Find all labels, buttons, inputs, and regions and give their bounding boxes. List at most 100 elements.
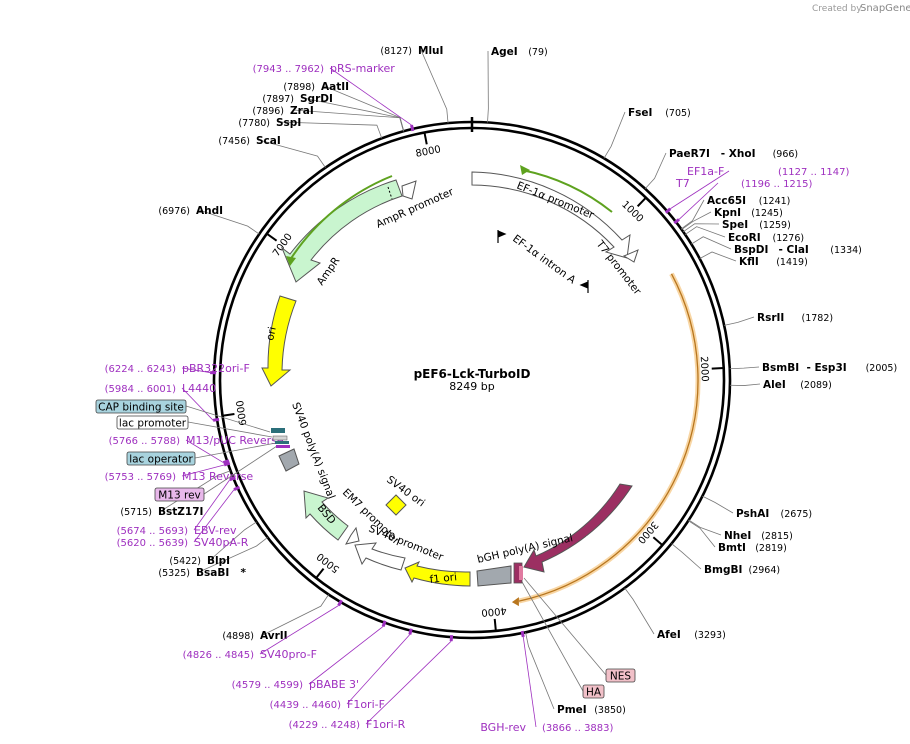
enzyme-site[interactable]: KpnI(1245) [681, 207, 783, 230]
enzyme-site[interactable]: BlpI(5422) [169, 521, 257, 567]
em7-promoter-arrow[interactable] [345, 526, 360, 545]
enzyme-site[interactable]: PmeI(3850) [525, 632, 626, 716]
tag-stripe [519, 566, 523, 580]
enzyme-leader-line [278, 121, 383, 139]
enzyme-site[interactable]: ScaI(7456) [218, 135, 326, 168]
enzyme-leader-line [644, 152, 667, 190]
boxed-feature[interactable]: NES [523, 577, 636, 683]
enzyme-name: KflI [739, 256, 759, 268]
primer-range: (7943 .. 7962) [253, 64, 325, 75]
enzyme-site[interactable]: PaeR7I- XhoI(966) [644, 148, 798, 190]
primer-name: M13 Reverse [182, 470, 253, 483]
enzyme-leader-line [525, 632, 555, 710]
snapgene-credit: Created by SnapGene [812, 3, 910, 14]
enzyme-site[interactable]: BspDI- ClaI(1334) [691, 236, 862, 256]
enzyme-site[interactable]: AatII(7898) [283, 81, 405, 132]
enzyme-leader-line [198, 537, 268, 573]
plasmid-size: 8249 bp [449, 380, 494, 393]
enzyme-site[interactable]: AvrII(4898) [222, 594, 329, 642]
enzyme-site[interactable]: AhdI(6976) [158, 205, 260, 235]
enzyme-name: BstZ17I [158, 506, 203, 518]
ampr-promoter-arrow[interactable] [401, 180, 417, 200]
enzyme-site[interactable]: KflI (1419) [699, 251, 808, 268]
f1-ori-arrow[interactable] [404, 561, 471, 587]
enzyme-site[interactable]: AfeI(3293) [624, 587, 726, 641]
boxed-feature-box [582, 684, 605, 699]
boxed-feature[interactable]: lac promoter [116, 415, 273, 438]
enzyme-position: (1419) [776, 257, 808, 268]
primer-sites: pRS-marker (7943 .. 7962) EF1a-F(1127 .. 1… [105, 62, 850, 734]
sv40-polya-block[interactable] [278, 448, 300, 472]
boxed-feature[interactable]: M13 rev [154, 445, 278, 502]
primer-range: (3866 .. 3883) [542, 723, 614, 734]
turboid-arrow[interactable] [523, 483, 633, 573]
enzyme-site[interactable]: AgeI(79) [487, 46, 548, 123]
enzyme-leader-line [684, 226, 726, 238]
boxed-feature[interactable]: CAP binding site [95, 399, 271, 433]
primer-site[interactable]: SV40pA-R(5620 .. 5639) [117, 485, 249, 549]
primer-site[interactable]: SV40pro-F(4826 .. 4845) [183, 599, 343, 661]
enzyme-leader-line [603, 111, 626, 159]
enzyme-site[interactable]: BmgBI(2964) [671, 543, 780, 576]
primer-site[interactable]: BGH-rev(3866 .. 3883) [480, 630, 614, 734]
enzyme-site[interactable]: BmtI(2819) [688, 520, 787, 554]
primer-site[interactable]: pRS-marker (7943 .. 7962) [253, 62, 415, 132]
primer-site[interactable]: F1ori-R(4229 .. 4248) [289, 635, 454, 731]
primer-site[interactable]: pBR322ori-F(6224 .. 6243) [105, 362, 250, 375]
primer-site[interactable]: EBV-rev(5674 .. 5693) [117, 476, 237, 537]
boxed-feature-label: HA [586, 687, 602, 699]
enzyme-site[interactable]: BsmBI- Esp3I(2005) [729, 362, 897, 374]
ampr-arrow[interactable] [280, 179, 403, 283]
enzyme-leader-line [729, 383, 761, 386]
enzyme-position: (3293) [694, 630, 726, 641]
t7-promoter-arrow[interactable] [622, 249, 639, 263]
ruler-tick [711, 367, 724, 370]
enzyme-site[interactable]: RsrII(1782) [724, 312, 833, 326]
primer-mark [410, 124, 415, 132]
primer-site[interactable]: L4440(5984 .. 6001) [105, 382, 220, 422]
enzyme-name: AhdI [196, 205, 223, 217]
ruler-tick-label: 2000 [698, 356, 710, 382]
enzyme-site[interactable]: MluI(8127) [380, 45, 449, 124]
feature-label-ampr: AmpR [315, 255, 343, 288]
enzyme-position: (79) [528, 47, 548, 58]
enzyme-site[interactable]: SpeI(1259) [682, 219, 791, 233]
feature-label-ef1a-intron: EF-1α intron A [510, 233, 578, 287]
enzyme-position: (7898) [283, 82, 315, 93]
enzyme-leader-line [624, 587, 655, 635]
primer-leader-line [193, 489, 235, 543]
enzyme-site[interactable]: PshAI(2675) [702, 495, 812, 520]
enzyme-site[interactable]: SspI(7780) [238, 117, 383, 139]
enzyme-site[interactable]: AleI(2089) [729, 379, 832, 391]
enzyme-site[interactable]: Acc65I(1241) [680, 195, 790, 230]
enzyme-leader-line [209, 521, 257, 561]
lac-operator-block [275, 441, 289, 444]
primer-site[interactable]: M13/pUC Reverse(5766 .. 5788) [109, 434, 284, 464]
primer-site[interactable]: pBABE 3'(4579 .. 4599) [232, 620, 387, 691]
ori-arrow[interactable] [261, 295, 297, 387]
sv40-ori-block[interactable] [385, 494, 407, 516]
primer-site[interactable]: F1ori-F(4439 .. 4460) [270, 628, 413, 711]
enzyme-site[interactable]: FseI(705) [603, 107, 691, 159]
primer-site[interactable]: T7(1196 .. 1215) [673, 177, 813, 225]
primer-mark [381, 620, 387, 627]
m13-rev-block [276, 445, 290, 448]
bgh-polya-block[interactable] [476, 565, 512, 587]
primer-name: pRS-marker [330, 62, 395, 75]
sv40-promoter-arrow[interactable] [354, 542, 406, 571]
boxed-feature[interactable]: lac operator [126, 442, 277, 466]
primer-site[interactable]: EF1a-F(1127 .. 1147) [664, 165, 850, 214]
boxed-feature-leader [523, 577, 607, 676]
enzyme-leader-line [682, 223, 720, 233]
primer-range: (4579 .. 4599) [232, 680, 304, 691]
primer-mark [520, 630, 525, 638]
enzyme-site[interactable]: *BsaBI(5325) [158, 537, 268, 579]
enzyme-position: (705) [665, 108, 691, 119]
enzyme-site[interactable]: EcoRI(1276) [684, 226, 804, 244]
bsd-arrow[interactable] [303, 490, 349, 541]
snapgene-logo-text: SnapGene [860, 3, 910, 14]
enzyme-site[interactable]: NheI(2815) [688, 519, 793, 542]
enzyme-leader-line [198, 209, 260, 235]
boxed-feature[interactable]: HA [520, 579, 605, 699]
